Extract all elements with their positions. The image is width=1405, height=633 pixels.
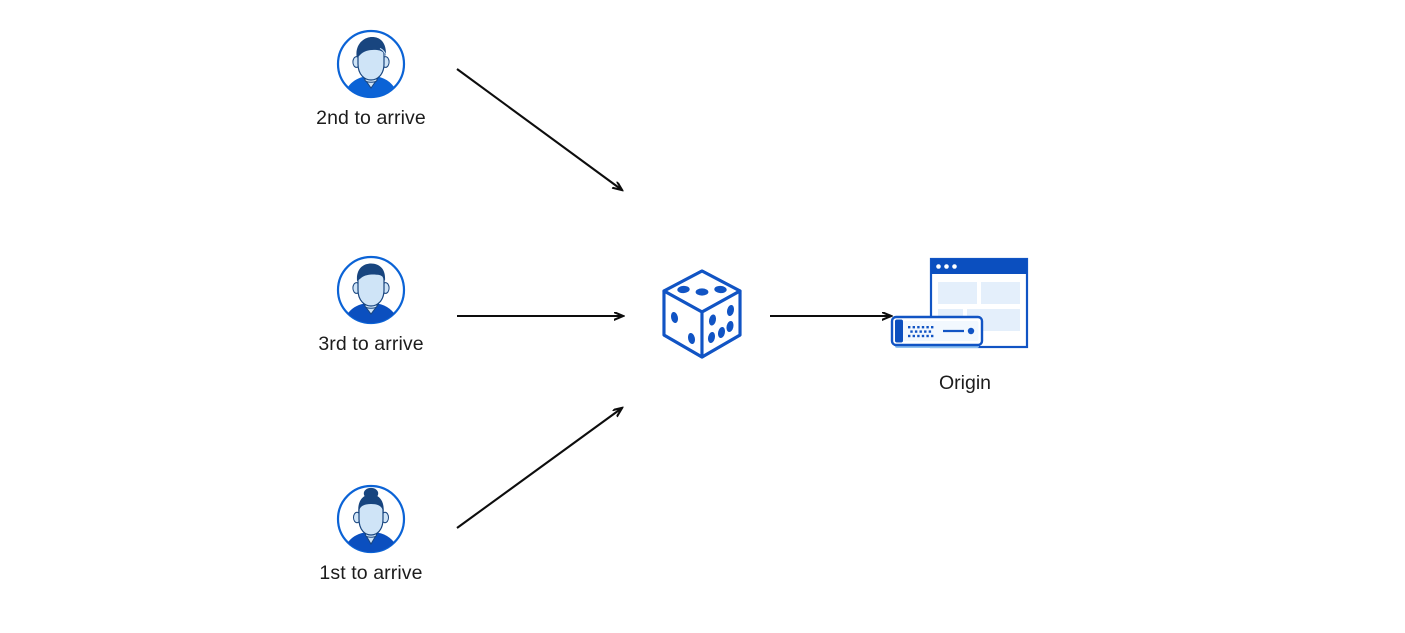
avatar-female-bun-icon: [336, 484, 406, 554]
origin-artwork: [865, 255, 1065, 360]
avatar: [301, 483, 441, 555]
dice-pips-top: [677, 285, 727, 296]
avatar-male-short-hair-icon: [336, 29, 406, 99]
connector-1st-to-dice: [456, 408, 622, 529]
random-balancer-node[interactable]: [652, 265, 752, 365]
origin-label: Origin: [938, 372, 992, 394]
client-node-1st[interactable]: 1st to arrive: [301, 483, 441, 585]
avatar-male-flat-hair-icon: [336, 255, 406, 325]
origin-node[interactable]: Origin: [865, 255, 1065, 395]
client-label-2nd: 2nd to arrive: [316, 107, 426, 129]
server-device-icon: [890, 315, 984, 348]
window-dots: [936, 264, 957, 269]
origin-server-window-icon: [890, 257, 1029, 349]
client-label-3rd: 3rd to arrive: [318, 333, 424, 355]
avatar: [301, 254, 441, 326]
server-port-grid: [908, 326, 934, 338]
client-label-1st: 1st to arrive: [319, 562, 423, 584]
client-node-2nd[interactable]: 2nd to arrive: [301, 28, 441, 130]
dice-icon: [662, 269, 742, 359]
dice-pips-right: [707, 304, 735, 344]
dice-pips-left: [670, 311, 696, 345]
avatar: [301, 28, 441, 100]
connector-2nd-to-dice: [456, 68, 622, 190]
client-node-3rd[interactable]: 3rd to arrive: [301, 254, 441, 356]
